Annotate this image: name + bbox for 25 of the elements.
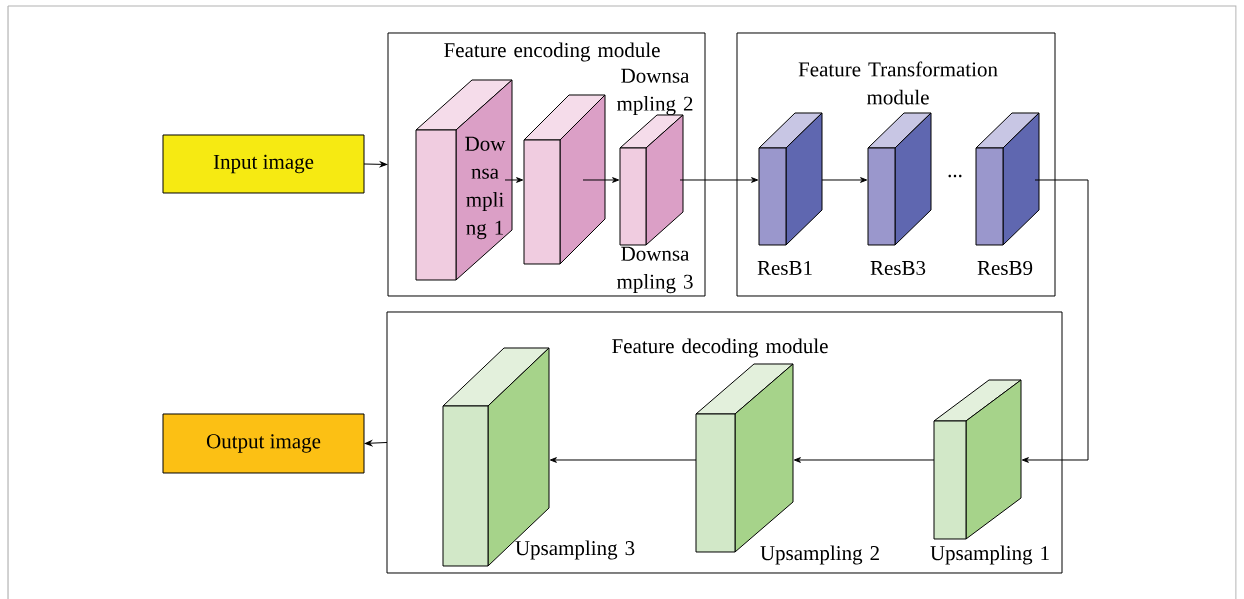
layer-block	[619, 114, 684, 246]
arrow	[821, 177, 868, 183]
layer-label: ResB1	[757, 260, 812, 276]
process-box: Input image	[162, 134, 365, 194]
layer-block	[758, 112, 823, 246]
arrow	[1021, 179, 1089, 463]
layer-label: Downsa mpling 2	[616, 68, 693, 116]
arrow	[364, 440, 388, 447]
process-box: Output image	[162, 413, 365, 474]
layer-block	[933, 379, 1022, 540]
arrow	[363, 161, 388, 168]
layer-block	[867, 112, 932, 246]
layer-label: Downsa mpling 3	[616, 246, 693, 294]
layer-label: Upsampling 3	[515, 540, 635, 560]
layer-block	[975, 112, 1040, 246]
layer-label: ResB3	[870, 260, 926, 276]
ellipsis: ...	[948, 174, 962, 178]
layer-block	[523, 94, 606, 265]
layer-label: ResB9	[977, 260, 1033, 276]
layer-label: Upsampling 2	[760, 545, 879, 565]
layer-label: Upsampling 1	[930, 545, 1049, 565]
arrow	[549, 457, 697, 463]
arrow	[679, 177, 759, 183]
arrow	[582, 177, 620, 183]
arrow	[793, 457, 935, 463]
